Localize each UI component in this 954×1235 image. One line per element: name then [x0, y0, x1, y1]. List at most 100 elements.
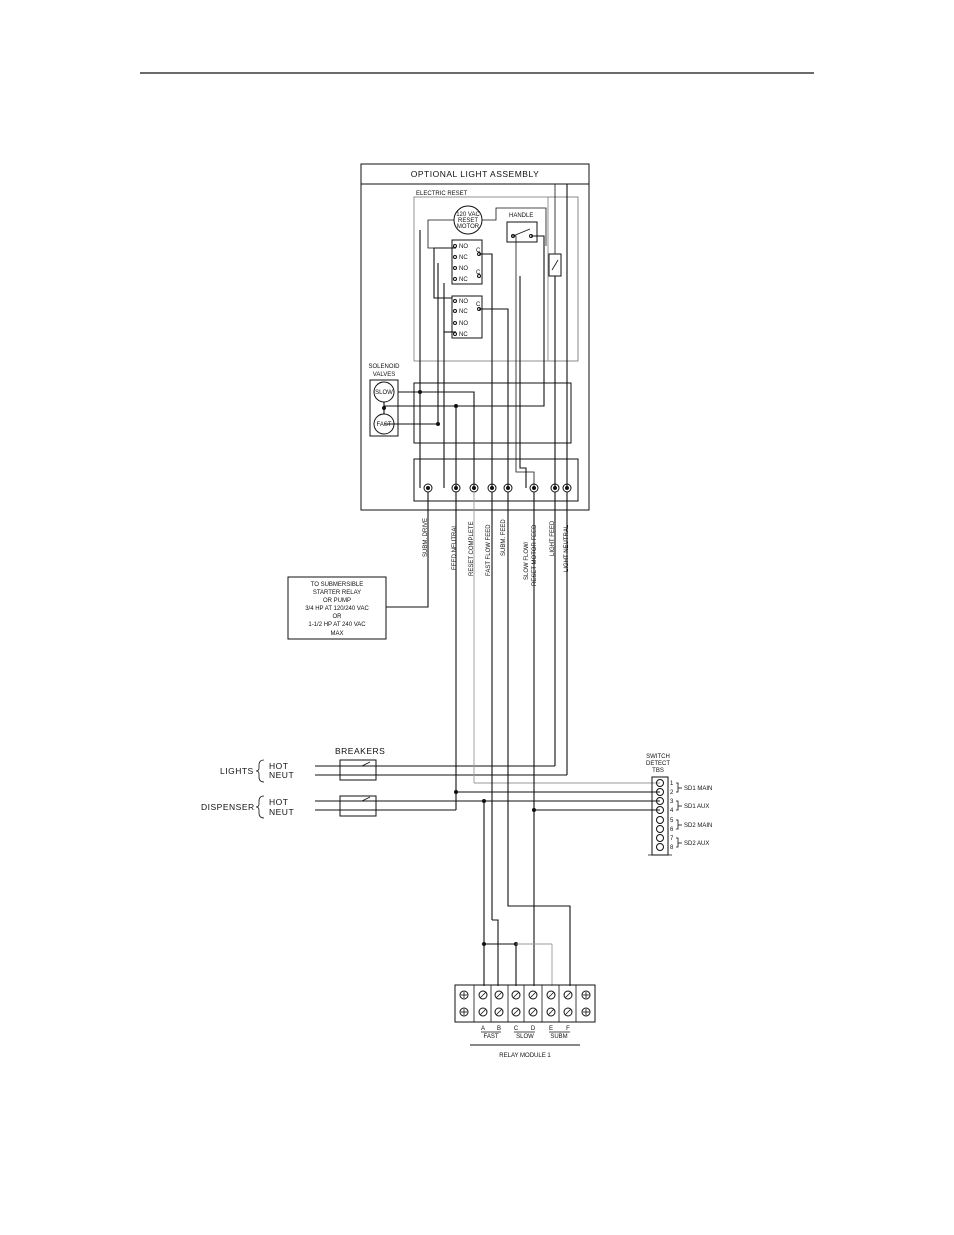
sd1-main-label: SD1 MAIN — [684, 786, 712, 792]
relay-group-fast: FAST — [483, 1034, 498, 1040]
tb-screw-4 — [656, 806, 664, 814]
tb-screw-5 — [656, 816, 664, 824]
switch-detect-label-2: DETECT — [646, 761, 670, 767]
breakers-label: BREAKERS — [335, 746, 385, 756]
relay-left-screw-1 — [459, 990, 469, 1000]
relay-letter-d: D — [531, 1026, 536, 1032]
tb-screw-2 — [656, 788, 664, 796]
relay-terminal-e — [546, 990, 556, 1000]
tb-num-2: 2 — [670, 790, 674, 796]
motor-line-1: 120 VAC — [456, 212, 480, 218]
relay-letter-e: E — [549, 1026, 553, 1032]
relay-terminal-a — [478, 990, 488, 1000]
reset-switch-b — [451, 295, 483, 339]
label-slow-flow-2: RESET MOTOR FEED — [532, 524, 538, 586]
tb-screw-8 — [656, 843, 664, 851]
tb-screw-3 — [656, 797, 664, 805]
internal-wiring — [384, 184, 568, 488]
lights-hot-label: HOT — [269, 761, 288, 771]
tb-num-4: 4 — [670, 808, 674, 814]
solenoid-valves: SOLENOID VALVES SLOW FAST — [368, 364, 400, 437]
starter-line-1: TO SUBMERSIBLE — [311, 582, 364, 588]
dispenser-hot-label: HOT — [269, 797, 288, 807]
tb-num-6: 6 — [670, 827, 674, 833]
starter-relay-note: TO SUBMERSIBLE STARTER RELAY OR PUMP 3/4… — [287, 576, 387, 640]
reset-switch-a — [451, 239, 483, 285]
sd2-aux-label: SD2 AUX — [684, 841, 709, 847]
label-subm-feed: SUBM. FEED — [501, 519, 507, 556]
sd1-aux-label: SD1 AUX — [684, 804, 709, 810]
tb-num-1: 1 — [670, 781, 674, 787]
relay-terminal-f — [563, 990, 573, 1000]
relay-left-screw-2 — [459, 1007, 469, 1017]
motor-line-3: MOTOR — [457, 224, 480, 230]
tb-screw-7 — [656, 834, 664, 842]
label-fast-flow-feed: FAST FLOW FEED — [486, 524, 492, 576]
label-light-feed: LIGHT FEED — [550, 520, 556, 556]
switch-detect-label-3: TBS — [652, 768, 664, 774]
relay-terminal-b — [494, 990, 504, 1000]
starter-line-6: 1-1/2 HP AT 240 VAC — [308, 622, 366, 628]
switch-b-no1: NO — [459, 299, 468, 305]
tb-num-8: 8 — [670, 845, 674, 851]
relay-letter-c: C — [514, 1026, 519, 1032]
relay-group-slow: SLOW — [516, 1034, 534, 1040]
lights-brace-icon — [255, 759, 265, 783]
switch-b-no2: NO — [459, 321, 468, 327]
assembly-terminals — [423, 483, 572, 493]
breakers-section: BREAKERS LIGHTS DISPENSER HOT NEUT HOT N… — [201, 746, 385, 819]
handle-switch — [506, 221, 538, 243]
switch-a-nc2: NC — [459, 277, 468, 283]
label-subm-drive: SUBM. DRIVE — [423, 518, 429, 557]
switch-a-c1: C — [476, 248, 481, 254]
starter-line-5: OR — [333, 614, 343, 620]
assembly-title: OPTIONAL LIGHT ASSEMBLY — [411, 169, 540, 179]
slow-valve-label: SLOW — [375, 390, 393, 396]
fast-valve-label: FAST — [376, 422, 391, 428]
electric-reset-label: ELECTRIC RESET — [416, 191, 468, 197]
terminal-strip-box — [413, 458, 579, 502]
lights-label: LIGHTS — [220, 766, 254, 776]
tb-num-7: 7 — [670, 836, 674, 842]
dispenser-neut-label: NEUT — [269, 807, 294, 817]
label-reset-complete: RESET COMPLETE — [469, 521, 475, 576]
relay-module-1: A B C D E F FAST SLOW SUBM RELAY MODULE … — [454, 984, 596, 1059]
relay-terminal-d — [528, 990, 538, 1000]
starter-line-3: OR PUMP — [323, 598, 351, 604]
switch-a-nc1: NC — [459, 255, 468, 261]
motor-line-2: RESET — [458, 218, 478, 224]
tb-num-5: 5 — [670, 818, 674, 824]
solenoid-label-2: VALVES — [373, 372, 395, 378]
relay-right-screw-1 — [581, 990, 591, 1000]
switch-a-c2: C — [476, 270, 481, 276]
relay-letter-b: B — [497, 1026, 501, 1032]
relay-module-label: RELAY MODULE 1 — [499, 1053, 551, 1059]
tb-screw-1 — [656, 779, 664, 787]
lights-neut-label: NEUT — [269, 770, 294, 780]
dispenser-brace-icon — [255, 795, 265, 819]
starter-line-7: MAX — [330, 631, 343, 637]
sd2-main-label: SD2 MAIN — [684, 823, 712, 829]
label-feed-neutral: FEED NEUTRAL — [452, 524, 458, 570]
dispenser-label: DISPENSER — [201, 802, 255, 812]
relay-group-subm: SUBM — [550, 1034, 567, 1040]
relay-letter-a: A — [481, 1026, 485, 1032]
switch-b-c1: C — [476, 302, 481, 308]
switch-b-nc1: NC — [459, 309, 468, 315]
switch-detect-label-1: SWITCH — [646, 754, 670, 760]
field-wiring — [315, 492, 660, 986]
dispenser-breaker — [339, 795, 377, 817]
solenoid-label-1: SOLENOID — [368, 364, 400, 370]
lights-breaker — [339, 759, 377, 781]
switch-b-nc2: NC — [459, 332, 468, 338]
relay-terminal-c — [511, 990, 521, 1000]
tb-screw-6 — [656, 825, 664, 833]
tb-num-3: 3 — [670, 799, 674, 805]
label-slow-flow-1: SLOW FLOW/ — [524, 541, 530, 580]
optional-light-assembly: OPTIONAL LIGHT ASSEMBLY — [360, 163, 590, 511]
relay-right-screw-2 — [581, 1007, 591, 1017]
switch-a-no1: NO — [459, 244, 468, 250]
terminal-subm-drive — [423, 483, 433, 493]
starter-line-4: 3/4 HP AT 120/240 VAC — [305, 606, 369, 612]
